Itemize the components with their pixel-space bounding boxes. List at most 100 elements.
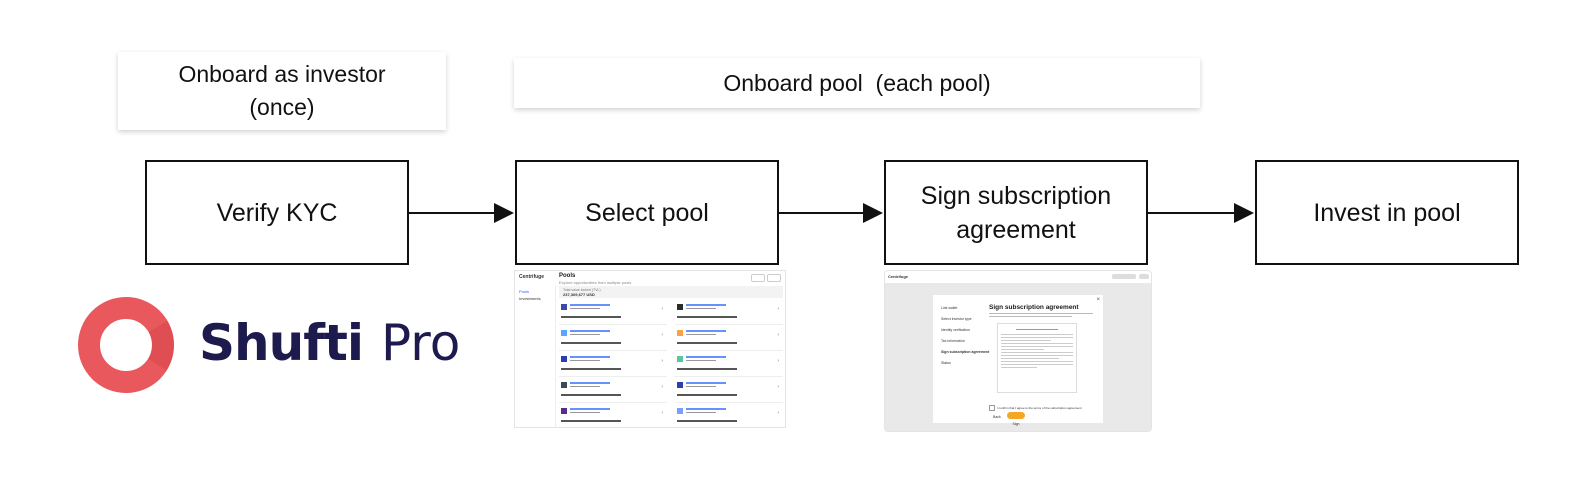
agreement-step: Link wallet [941, 306, 958, 310]
phase-label-pool-text: Onboard pool (each pool) [723, 69, 991, 96]
tvl-label: Total value locked (TVL) [563, 288, 601, 292]
pool-card[interactable]: › [559, 327, 667, 351]
pool-icon [561, 330, 567, 336]
chevron-right-icon: › [777, 332, 779, 338]
pool-name-line [686, 356, 726, 358]
pool-desc-line [686, 412, 716, 413]
pool-icon [677, 304, 683, 310]
pool-card[interactable]: › [559, 301, 667, 325]
pool-stats-line [677, 420, 737, 422]
pool-card[interactable]: › [559, 379, 667, 403]
pool-stats-line [561, 394, 621, 396]
pool-desc-line [686, 386, 716, 387]
agreement-description-lines [989, 313, 1093, 317]
pool-desc-line [570, 334, 600, 335]
chevron-right-icon: › [777, 358, 779, 364]
agreement-step: Select investor type [941, 317, 972, 321]
chevron-right-icon: › [661, 358, 663, 364]
agreement-back-button[interactable]: Back [993, 415, 1001, 419]
pool-desc-line [570, 360, 600, 361]
pool-stats-line [561, 342, 621, 344]
pool-desc-line [686, 308, 716, 309]
agreement-sign-button[interactable]: Sign [1007, 412, 1025, 426]
chevron-right-icon: › [661, 306, 663, 312]
agreement-steps: Link wallet Select investor type Identit… [941, 305, 990, 366]
agreement-sign-label: Sign [1012, 422, 1020, 426]
pool-stats-line [677, 394, 737, 396]
tvl-value: 237,369,677 USD [563, 292, 595, 297]
logo-text-shufti: Shufti [199, 314, 364, 372]
phase-label-investor-text: Onboard as investor (once) [178, 61, 386, 120]
pool-desc-line [686, 334, 716, 335]
agreement-checkbox-row[interactable]: I confirm that I agree to the terms of t… [989, 405, 1082, 411]
agreement-step: Tax information [941, 339, 965, 343]
pool-icon [561, 304, 567, 310]
step-label: Invest in pool [1313, 198, 1461, 227]
step-sign-agreement: Sign subscription agreement [884, 160, 1148, 265]
pool-stats-line [677, 368, 737, 370]
step-invest-in-pool: Invest in pool [1255, 160, 1519, 265]
pool-name-line [570, 330, 610, 332]
pool-desc-line [570, 412, 600, 413]
chevron-right-icon: › [661, 332, 663, 338]
pool-icon [561, 408, 567, 414]
agreement-step: Status [941, 361, 951, 365]
shufti-pro-logo: Shufti Pro [74, 292, 474, 402]
topbar-right-buttons [1112, 274, 1149, 279]
pools-tvl-bar: Total value locked (TVL) 237,369,677 USD [559, 286, 783, 298]
pool-stats-line [561, 420, 621, 422]
pool-card-grid: › › › › › › › › › › [559, 301, 783, 427]
pool-desc-line [570, 308, 600, 309]
pools-app-name: Centrifuge [519, 274, 544, 280]
pool-name-line [686, 304, 726, 306]
pool-name-line [570, 356, 610, 358]
pool-card[interactable]: › [675, 301, 783, 325]
pool-card[interactable]: › [675, 379, 783, 403]
shufti-ring-icon [78, 297, 174, 393]
pool-stats-line [561, 316, 621, 318]
pool-stats-line [561, 368, 621, 370]
pool-name-line [686, 382, 726, 384]
phase-label-pool: Onboard pool (each pool) [514, 58, 1200, 108]
chevron-right-icon: › [777, 384, 779, 390]
pools-subtitle: Explore opportunities from multiple pool… [559, 280, 632, 285]
pool-card[interactable]: › [559, 405, 667, 427]
agreement-document-preview [997, 323, 1077, 393]
sidebar-item-investments: Investments [519, 296, 541, 301]
pools-title: Pools [559, 273, 576, 279]
pool-name-line [686, 408, 726, 410]
pools-toolbar-buttons [751, 274, 781, 282]
pool-icon [561, 382, 567, 388]
pool-card[interactable]: › [675, 327, 783, 351]
pool-icon [677, 356, 683, 362]
agreement-step: Identity verification [941, 328, 970, 332]
chevron-right-icon: › [777, 410, 779, 416]
agreement-page-screenshot: Centrifuge × Link wallet Select investor… [884, 270, 1152, 432]
chevron-right-icon: › [661, 384, 663, 390]
pool-card[interactable]: › [559, 353, 667, 377]
agreement-checkbox-label: I confirm that I agree to the terms of t… [997, 406, 1082, 410]
agreement-checkbox[interactable] [989, 405, 995, 411]
pool-name-line [570, 382, 610, 384]
sidebar-item-pools: Pools [519, 289, 530, 294]
pool-icon [677, 382, 683, 388]
pool-name-line [686, 330, 726, 332]
step-label: Select pool [585, 198, 709, 227]
agreement-modal: × Link wallet Select investor type Ident… [933, 295, 1103, 426]
pool-name-line [570, 304, 610, 306]
agreement-step-active: Sign subscription agreement [941, 350, 990, 354]
pool-name-line [570, 408, 610, 410]
agreement-topbar: Centrifuge [885, 271, 1151, 283]
step-verify-kyc: Verify KYC [145, 160, 409, 265]
pool-card[interactable]: › [675, 405, 783, 427]
phase-label-investor: Onboard as investor (once) [118, 52, 446, 130]
chevron-right-icon: › [661, 410, 663, 416]
logo-text-pro: Pro [381, 314, 461, 372]
pool-stats-line [677, 342, 737, 344]
pool-card[interactable]: › [675, 353, 783, 377]
pool-desc-line [686, 360, 716, 361]
pool-icon [677, 330, 683, 336]
pool-stats-line [677, 316, 737, 318]
modal-close-icon[interactable]: × [1096, 297, 1100, 303]
